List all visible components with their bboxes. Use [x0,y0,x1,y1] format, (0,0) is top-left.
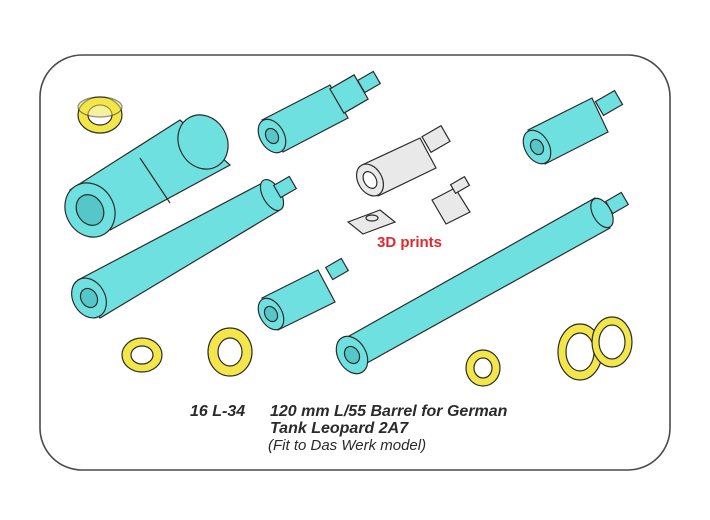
muzzle-part-top [257,70,382,154]
product-title-line2: Tank Leopard 2A7 [270,420,409,437]
label-3d-prints: 3D prints [377,234,443,251]
product-code: 16 L-34 [190,403,246,420]
muzzle-part-right [522,89,624,165]
print-part-breech [431,175,471,225]
print-part-small-plate [346,209,397,235]
ring-part-bottom-5 [591,316,633,368]
print-part-sleeve [355,124,451,197]
ring-part-bottom-2 [207,327,253,377]
product-title-line1: 120 mm L/55 Barrel for German [270,403,508,420]
ring-part-bottom-4 [557,323,603,381]
muzzle-part-middle [257,257,350,331]
ring-part-top-left [77,96,123,134]
ring-part-bottom-1 [121,337,163,373]
product-note: (Fit to Das Werk model) [268,437,427,454]
barrel-sleeve-large [64,114,232,238]
barrel-long-left [71,175,298,319]
barrel-long-right [335,191,630,375]
ring-part-bottom-3 [465,349,501,387]
